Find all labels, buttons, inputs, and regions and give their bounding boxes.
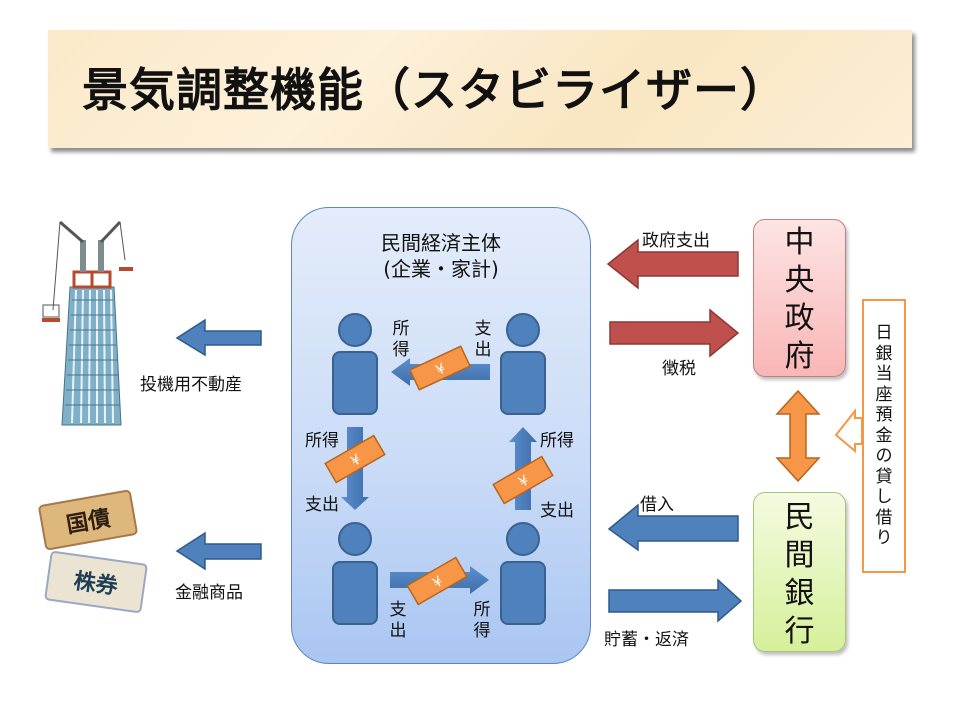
yen-note-top: ¥	[408, 345, 472, 391]
person-top-left	[332, 313, 378, 415]
private-bank-label: 民間銀行	[784, 500, 815, 649]
real-estate-label: 投機用不動産	[140, 375, 242, 395]
flow-left-from-label: 所得	[305, 431, 339, 451]
flow-top-from-label: 支出	[474, 319, 492, 360]
stock-label: 株券	[72, 568, 120, 600]
yen-note-left: ¥	[324, 434, 386, 484]
central-government-label: 中央政府	[784, 225, 815, 374]
savings-repayment-arrow	[608, 578, 743, 623]
private-bank-box: 民間銀行	[753, 492, 846, 652]
bonds-stocks-icon: 国債 株券	[38, 489, 148, 613]
flow-top-to-label: 所得	[392, 319, 410, 360]
government-spending-arrow	[606, 238, 739, 290]
financial-products-label: 金融商品	[175, 583, 243, 603]
yen-note-right: ¥	[492, 455, 554, 505]
title-banner	[48, 30, 912, 148]
financial-products-arrow	[175, 531, 262, 571]
real-estate-arrow	[175, 318, 262, 357]
taxation-arrow	[609, 308, 740, 358]
flow-right-to-label: 所得	[540, 431, 574, 451]
boj-callout-label: 日銀当座預金の貸し借り	[875, 323, 893, 548]
flow-right-from-label: 支出	[540, 501, 574, 521]
private-economy-title-line2: (企業・家計)	[383, 257, 499, 281]
private-economy-title-line1: 民間経済主体	[381, 231, 501, 255]
taxation-label: 徴税	[662, 359, 696, 379]
construction-tower-icon	[42, 220, 133, 426]
boj-current-account-callout: 日銀当座預金の貸し借り	[862, 299, 906, 573]
person-top-right	[500, 313, 546, 415]
flow-bottom-from-label: 支出	[389, 600, 407, 641]
page-title: 景気調整機能（スタビライザー）	[82, 63, 787, 117]
government-spending-label: 政府支出	[642, 231, 710, 251]
flow-bottom-to-label: 所得	[473, 600, 491, 641]
person-bottom-left	[332, 522, 378, 625]
borrowing-arrow	[607, 503, 739, 552]
borrowing-label: 借入	[640, 495, 674, 515]
central-government-box: 中央政府	[753, 219, 846, 377]
person-bottom-right	[500, 522, 546, 625]
gov-bank-double-arrow	[775, 389, 821, 483]
savings-repayment-label: 貯蓄・返済	[604, 630, 689, 650]
boj-callout-arrow	[834, 408, 863, 454]
flow-left-to-label: 支出	[305, 495, 339, 515]
yen-note-bottom: ¥	[406, 556, 468, 606]
private-economy-title: 民間経済主体 (企業・家計)	[291, 230, 591, 282]
